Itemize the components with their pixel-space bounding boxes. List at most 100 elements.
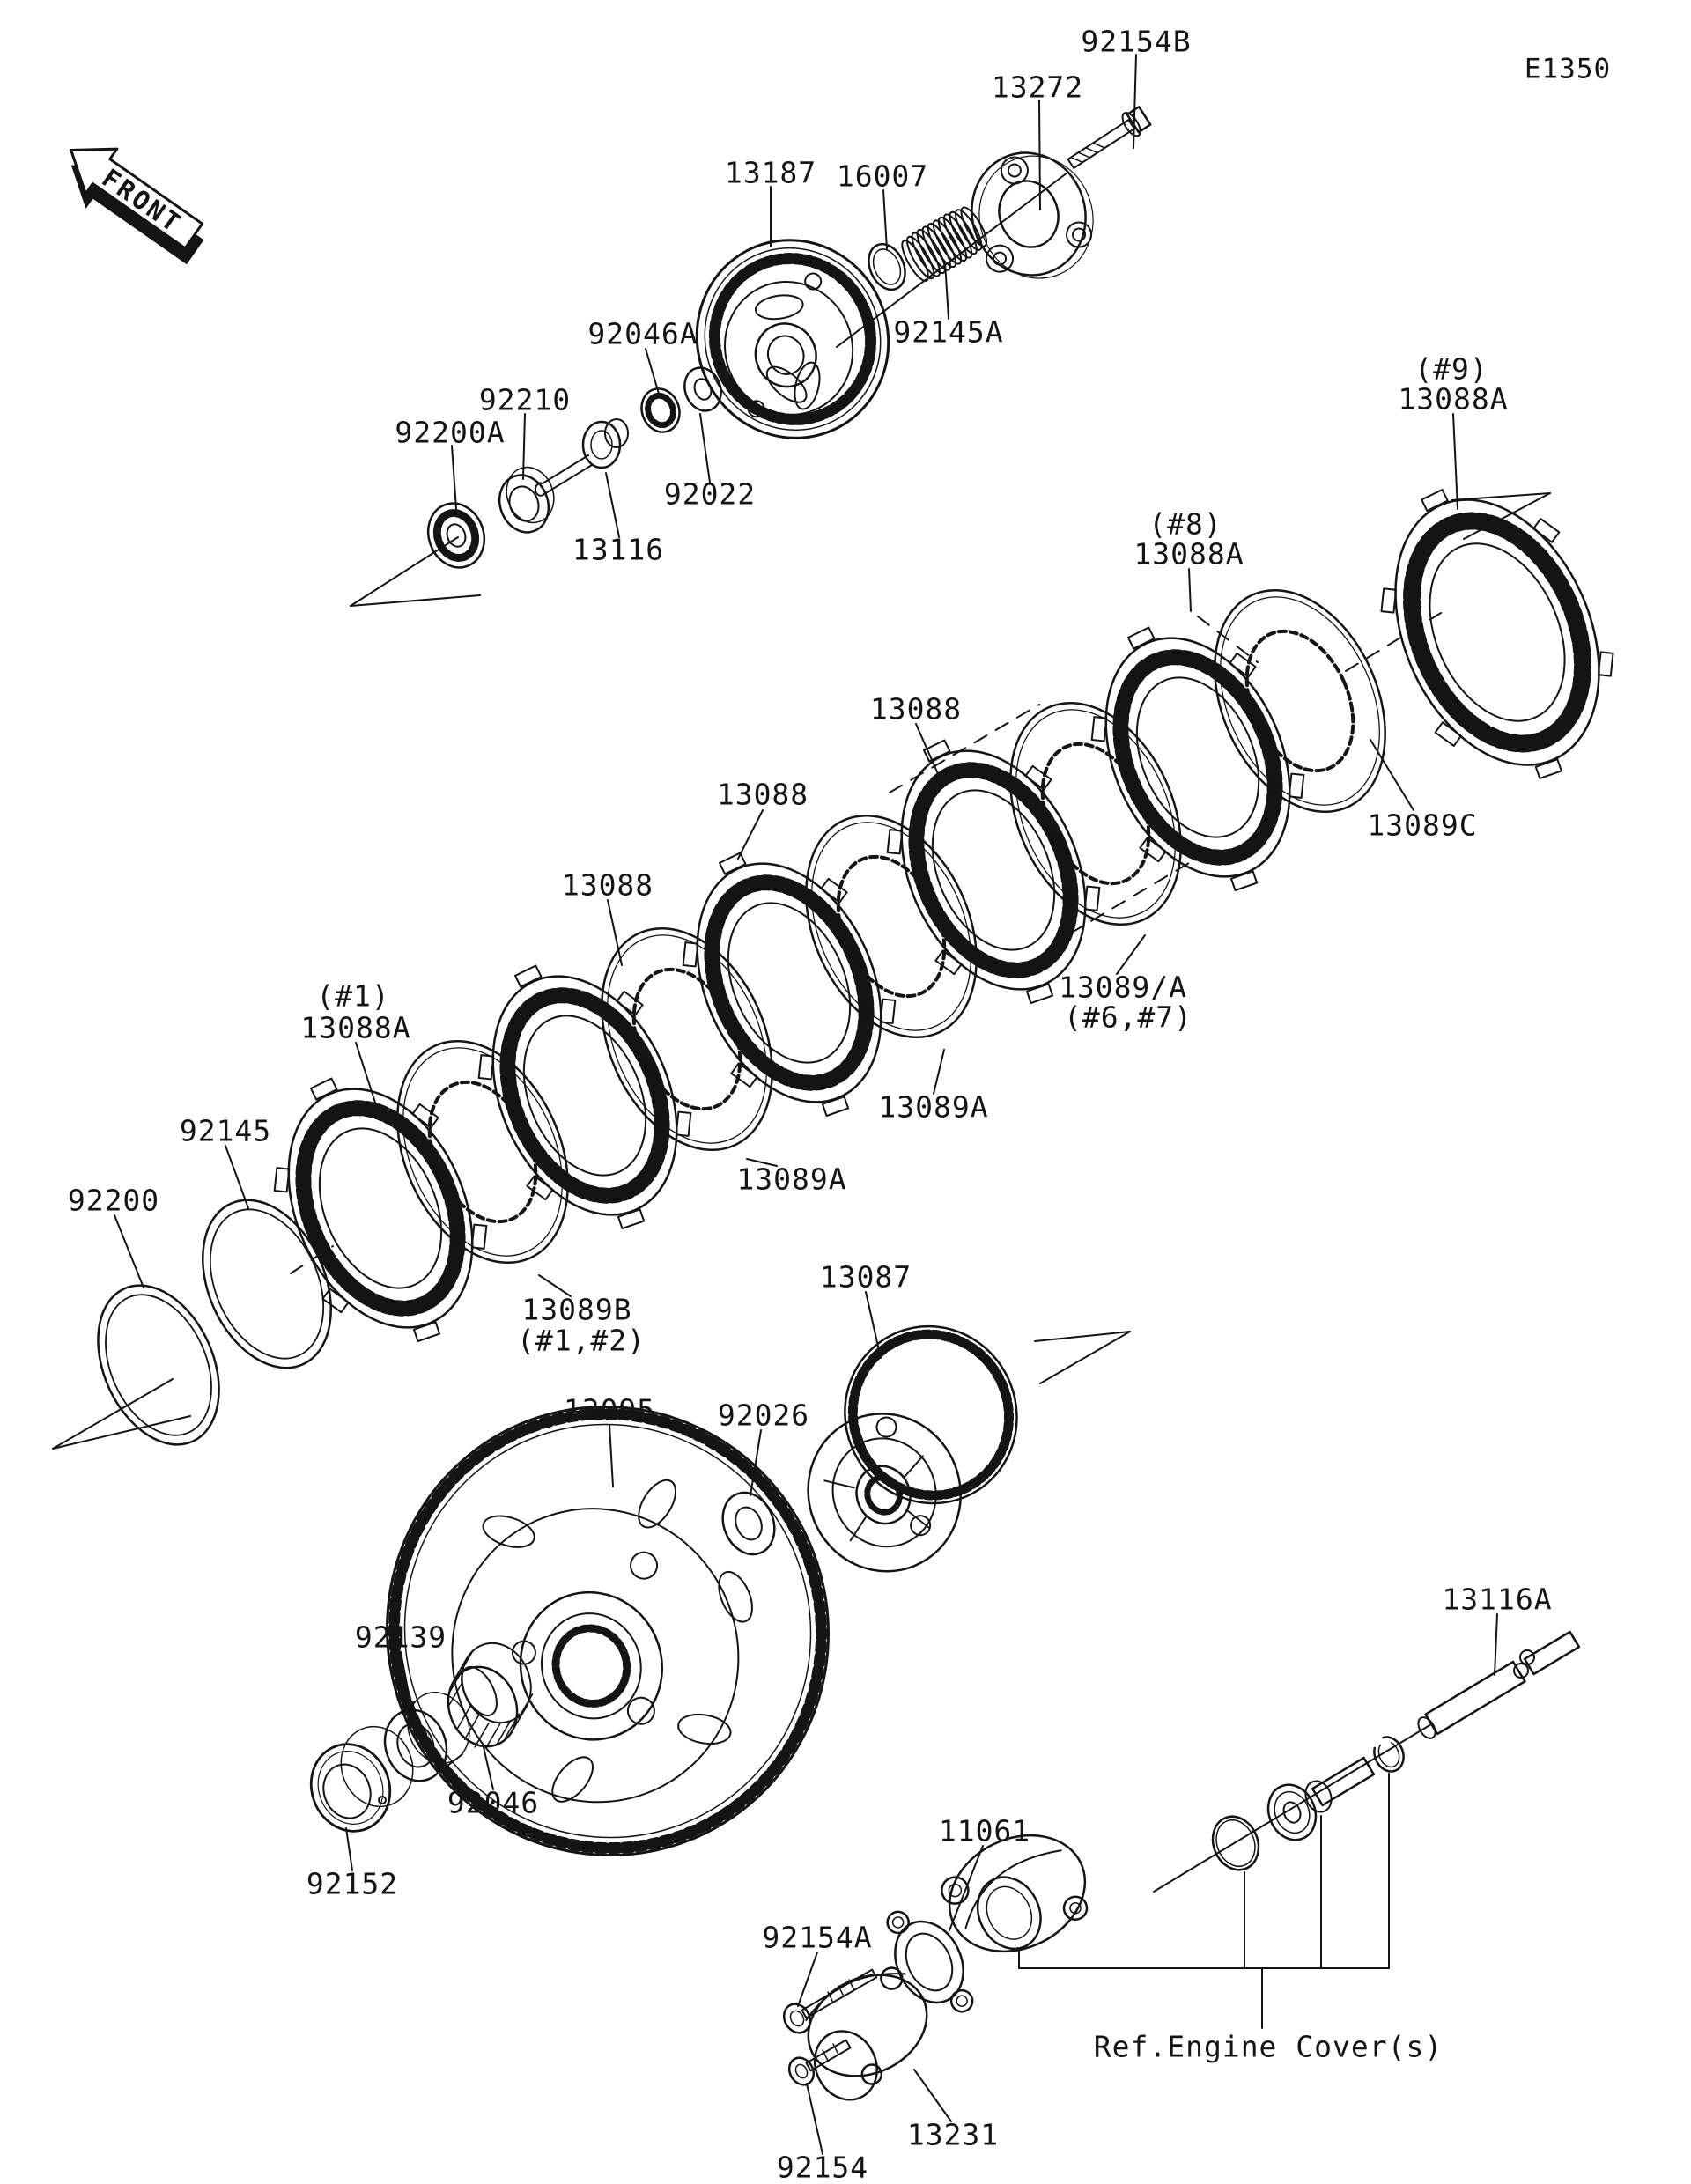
part-number-label: 92154A <box>762 1920 873 1955</box>
friction-plate-drawing <box>1380 489 1614 779</box>
part-number-label: 92200 <box>67 1183 160 1218</box>
bolt-92154A <box>782 1968 878 2034</box>
page-code: E1350 <box>1524 53 1612 85</box>
part-number-label: 13089A <box>878 1089 989 1125</box>
release-piston <box>1304 1756 1376 1813</box>
spring-plate-13272 <box>971 151 1094 279</box>
part-number-label: 92210 <box>478 382 572 417</box>
leader-line <box>225 1145 249 1209</box>
leader-line <box>114 1214 144 1288</box>
needle-bearing-92046 <box>447 1642 534 1749</box>
part-number-label: 92152 <box>306 1866 399 1901</box>
position-note: (#6,#7) <box>1063 1000 1193 1035</box>
leader-line <box>1494 1613 1498 1676</box>
part-number-label: 13116 <box>572 532 665 567</box>
part-number-label: 13088A <box>300 1010 411 1045</box>
leader-line <box>865 1291 882 1359</box>
part-number-label: 13089C <box>1367 808 1478 843</box>
position-note: (#1) <box>316 978 390 1014</box>
part-number-label: 92022 <box>663 476 757 512</box>
push-rod-13116 <box>535 418 629 497</box>
release-bracket-housing <box>941 1834 1089 1953</box>
push-rod-13116A <box>1417 1630 1581 1739</box>
part-number-label: 13272 <box>991 70 1084 105</box>
clutch-hub-13087 <box>807 1324 1018 1573</box>
clutch-basket-13095 <box>386 1405 830 1857</box>
part-number-label: 92026 <box>717 1398 810 1433</box>
part-number-label: 92046 <box>447 1785 540 1820</box>
leader-line <box>645 348 660 395</box>
leader-line <box>806 2083 823 2155</box>
friction-plate-drawing <box>1090 626 1305 891</box>
release-cylinder-13231 <box>805 1966 928 2101</box>
ring-drawing <box>97 1284 220 1446</box>
leader-line <box>836 172 1068 348</box>
leader-line <box>797 1952 818 2007</box>
continuation-arrow <box>350 594 481 607</box>
continuation-arrow <box>350 536 459 607</box>
part-number-label: 92145 <box>179 1113 272 1148</box>
leader-line <box>605 472 620 538</box>
generated-geometry-layer <box>52 54 1614 2155</box>
part-number-label: 13088 <box>716 777 809 812</box>
leader-line <box>1153 1723 1432 1893</box>
part-number-label: 13088A <box>1398 381 1509 417</box>
leader-line <box>1038 100 1041 210</box>
leader-line <box>538 1274 572 1297</box>
part-number-label: 13116A <box>1442 1582 1553 1617</box>
leader-line <box>355 1042 378 1109</box>
friction-plate-drawing <box>477 964 692 1229</box>
part-number-label: 92200A <box>395 415 506 450</box>
leader-line <box>400 1651 413 1713</box>
part-number-label: 13088A <box>1133 536 1244 572</box>
leader-line <box>944 262 949 320</box>
part-number-label: 92145A <box>893 314 1004 350</box>
part-number-label: 13088 <box>869 691 963 727</box>
gasket-11061 <box>886 1910 974 2013</box>
part-number-label: 13089B <box>521 1292 632 1327</box>
circlip <box>1373 1736 1405 1773</box>
leader-line <box>913 2069 952 2122</box>
part-number-label: 92154B <box>1081 24 1192 59</box>
part-number-label: 92046A <box>587 316 698 351</box>
leader-line <box>949 1845 984 1931</box>
axis-dash-line <box>889 704 1040 793</box>
leader-line <box>699 413 711 483</box>
clutch-spring-92145A <box>901 206 988 282</box>
leader-line <box>1133 54 1137 149</box>
leader-line <box>607 899 623 966</box>
leader-line <box>746 1158 778 1167</box>
position-note: (#8) <box>1148 506 1222 542</box>
front-arrow: FRONT <box>70 147 204 265</box>
serrated-washer-92200A <box>426 502 486 569</box>
bearing-race-92139 <box>383 1692 470 1782</box>
leader-line <box>933 1049 945 1095</box>
position-note: (#1,#2) <box>516 1323 646 1358</box>
front-arrow-face <box>70 147 204 250</box>
serrated-ring-92046A <box>640 387 681 433</box>
leader-line <box>451 445 457 510</box>
axis-dash-line <box>1345 612 1442 672</box>
leader-line <box>522 413 526 480</box>
part-number-label: 11061 <box>938 1813 1031 1848</box>
leader-line <box>1188 568 1192 612</box>
o-ring-release <box>1211 1815 1260 1871</box>
clutch-housing-13187 <box>695 239 890 439</box>
continuation-arrow <box>1463 492 1551 540</box>
friction-plate-drawing <box>273 1077 488 1342</box>
leader-line <box>1452 413 1458 510</box>
continuation-arrow <box>52 1415 191 1450</box>
part-number-label: 16007 <box>836 159 929 194</box>
collar-92152 <box>309 1725 414 1833</box>
leader-line <box>1116 934 1146 975</box>
collar-92210 <box>498 466 555 534</box>
part-number-label: 92139 <box>354 1620 447 1655</box>
axis-dash-line <box>1197 616 1259 663</box>
reference-note: Ref.Engine Cover(s) <box>1093 2029 1444 2064</box>
continuation-arrow <box>52 1378 174 1450</box>
leader-line <box>609 1424 614 1487</box>
thrust-washer-92026 <box>721 1491 776 1556</box>
spring-seat-16007 <box>868 242 906 291</box>
continuation-arrow <box>1034 1331 1131 1342</box>
leader-line <box>750 1429 762 1496</box>
